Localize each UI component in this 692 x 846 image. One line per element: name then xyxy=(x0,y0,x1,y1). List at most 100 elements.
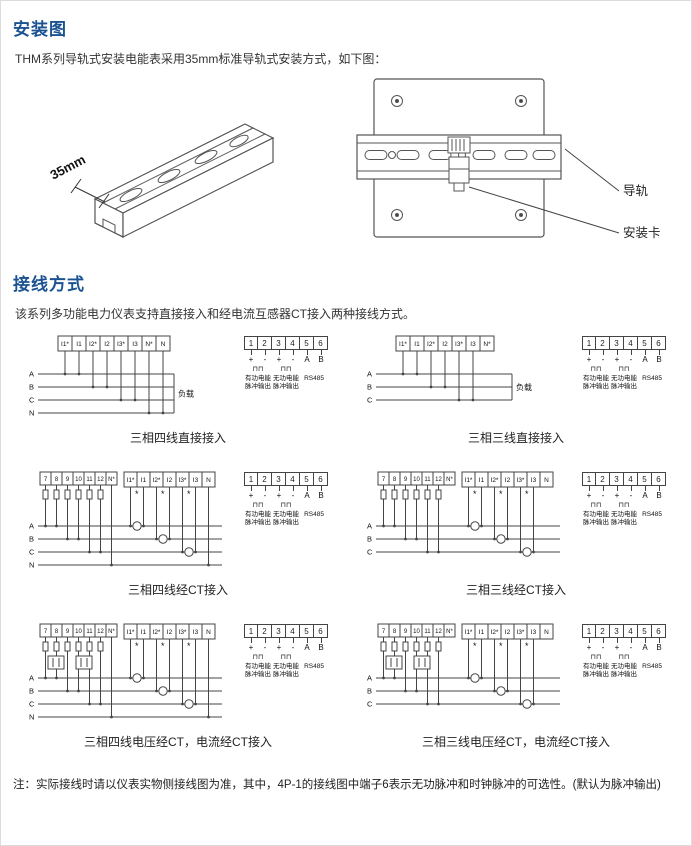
install-figures: 35mm xyxy=(25,71,681,266)
terminal-tick xyxy=(658,486,660,491)
terminal-tick xyxy=(320,638,322,643)
terminal-label: 9 xyxy=(404,629,408,635)
polarity-symbol: - xyxy=(629,355,633,364)
terminal-cell: 3 xyxy=(610,472,624,486)
terminal-tick xyxy=(630,350,632,355)
phase-label: A xyxy=(29,522,34,531)
terminal-label: I2* xyxy=(153,629,161,636)
fuse xyxy=(53,489,60,500)
terminal-label: 8 xyxy=(393,477,397,483)
terminal-cell: 4 xyxy=(624,624,638,638)
terminal-label: N xyxy=(206,629,211,636)
polarity-asterisk: * xyxy=(135,641,139,651)
terminal-tick xyxy=(588,486,590,491)
terminal-tick xyxy=(264,638,266,643)
fuse xyxy=(86,489,93,500)
terminal-tick xyxy=(278,350,280,355)
phase-label: C xyxy=(367,700,373,709)
terminal-label: 12 xyxy=(97,629,104,635)
terminal-cell: 5 xyxy=(638,624,652,638)
output-group-label: 无功电能脉冲输出 xyxy=(611,511,637,526)
output-group-label: RS485 xyxy=(642,375,662,382)
diagram-caption: 三相三线电压经CT，电流经CT接入 xyxy=(422,735,610,749)
terminal-label: 7 xyxy=(382,477,386,483)
ct-coil xyxy=(184,547,194,557)
terminal-label: 12 xyxy=(435,629,442,635)
ct-coil xyxy=(496,686,506,696)
terminal-tick xyxy=(278,486,280,491)
fuse xyxy=(413,641,420,652)
phase-label: N xyxy=(29,409,34,418)
terminal-label: I3* xyxy=(517,629,525,636)
terminal-tick xyxy=(644,638,646,643)
terminal-label: I2 xyxy=(505,477,511,484)
polarity-asterisk: * xyxy=(161,641,165,651)
terminal-tick xyxy=(658,638,660,643)
phase-label: N xyxy=(29,713,34,722)
terminal-cell: 5 xyxy=(638,472,652,486)
terminal-tick xyxy=(250,350,252,355)
terminal-tick xyxy=(602,350,604,355)
terminal-tick xyxy=(292,350,294,355)
fuse xyxy=(402,489,409,500)
polarity-symbol: - xyxy=(263,355,267,364)
output-group-label: RS485 xyxy=(304,663,324,670)
output-group-label: RS485 xyxy=(304,375,324,382)
polarity-symbol: A xyxy=(642,355,648,364)
terminal-label: I1* xyxy=(61,341,69,348)
pt-transformer xyxy=(385,655,403,670)
phase-label: B xyxy=(367,383,372,392)
screw-holes xyxy=(391,95,527,221)
terminal-tick xyxy=(616,638,618,643)
terminal-tick xyxy=(306,350,308,355)
output-group-label: 无功电能脉冲输出 xyxy=(273,511,299,526)
terminal-tick xyxy=(602,638,604,643)
load-label: 负载 xyxy=(178,389,194,399)
output-group-label: 无功电能脉冲输出 xyxy=(273,663,299,678)
terminal-cell: 2 xyxy=(258,336,272,350)
ct-coil xyxy=(470,521,480,531)
terminal-label: 11 xyxy=(424,629,431,635)
polarity-symbol: + xyxy=(248,643,254,652)
output-group-label: 有功电能脉冲输出 xyxy=(245,375,271,390)
wire-drops: *** xyxy=(380,637,535,709)
terminal-cell: 4 xyxy=(286,472,300,486)
fuse xyxy=(75,489,82,500)
polarity-symbol: - xyxy=(601,643,605,652)
polarity-symbol: + xyxy=(248,491,254,500)
wiring-description: 该系列多功能电力仪表支持直接接入和经电流互感器CT接入两种接线方式。 xyxy=(15,307,415,321)
polarity-symbol: A xyxy=(642,491,648,500)
terminal-label: N xyxy=(544,477,549,484)
terminal-tick xyxy=(588,350,590,355)
phase-label: C xyxy=(29,548,35,557)
terminal-cell: 3 xyxy=(610,624,624,638)
terminal-cell: 5 xyxy=(300,472,314,486)
terminal-label: 7 xyxy=(44,477,48,483)
terminal-label: I1 xyxy=(141,477,147,484)
fuse xyxy=(97,641,104,652)
polarity-asterisk: * xyxy=(499,641,503,651)
terminal-label: I2 xyxy=(505,629,511,636)
polarity-symbol: - xyxy=(629,643,633,652)
output-group-label: 无功电能脉冲输出 xyxy=(611,375,637,390)
terminal-label: I3 xyxy=(193,629,199,636)
pt-transformer xyxy=(75,655,93,670)
pulse-glyph xyxy=(638,653,666,662)
polarity-symbol: - xyxy=(291,355,295,364)
wire-drops: *** xyxy=(380,485,535,557)
fuse xyxy=(435,641,442,652)
fuse xyxy=(97,489,104,500)
terminal-cell: 2 xyxy=(596,336,610,350)
pulse-glyph: ⊓⊓ xyxy=(618,366,630,373)
ct-coil xyxy=(522,699,532,709)
terminal-label: I2* xyxy=(427,341,435,348)
wire-drops: 负载 xyxy=(63,351,194,415)
terminal-label: 8 xyxy=(393,629,397,635)
terminal-label: I1* xyxy=(127,629,135,636)
